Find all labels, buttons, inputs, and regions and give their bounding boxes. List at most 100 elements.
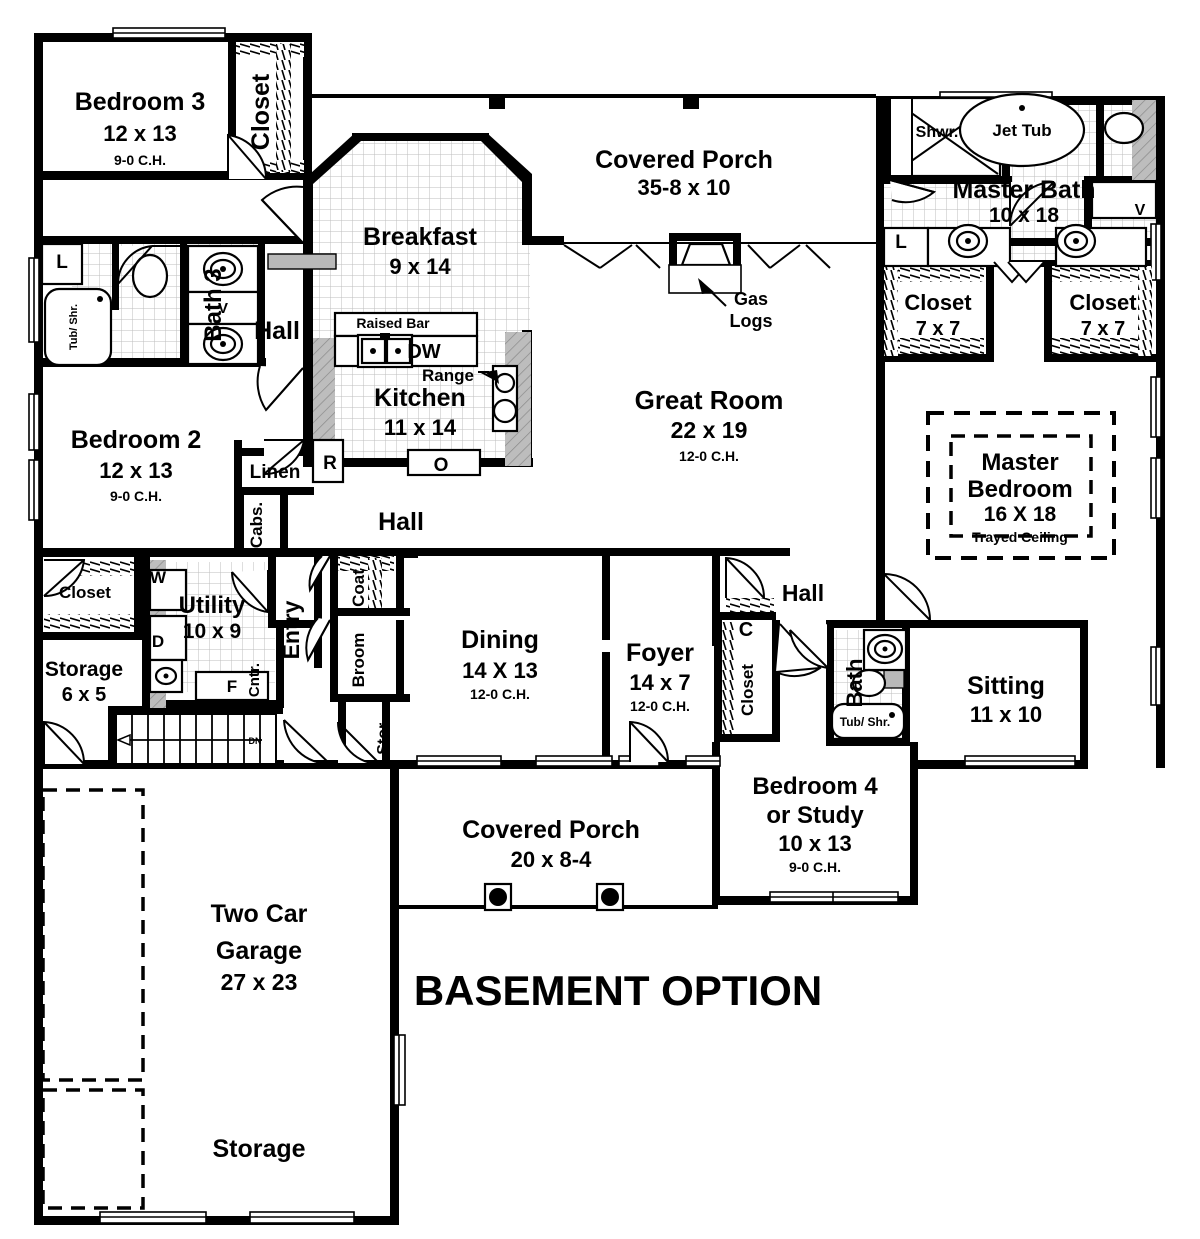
label-porch-rear-dim: 35-8 x 10 xyxy=(638,175,731,200)
jet-tub xyxy=(958,92,1086,168)
label-master-bedroom-1: Master xyxy=(981,449,1058,476)
label-bath3: Bath 3 xyxy=(200,268,227,341)
label-bedroom4-ch: 9-0 C.H. xyxy=(789,859,841,875)
label-dryer: D xyxy=(152,632,164,651)
plan-title: BASEMENT OPTION xyxy=(414,967,822,1014)
label-great-room-dim: 22 x 19 xyxy=(671,417,748,443)
label-master-bedroom-ch: Trayed Ceiling xyxy=(972,529,1068,545)
label-kitchen-name: Kitchen xyxy=(374,384,466,412)
range-leader xyxy=(478,370,499,384)
label-bedroom4-dim: 10 x 13 xyxy=(778,831,851,856)
label-closet-bed4: Closet xyxy=(738,664,757,716)
stairs: DN xyxy=(115,713,277,765)
label-breakfast-dim: 9 x 14 xyxy=(389,254,451,279)
label-dishwasher: DW xyxy=(407,341,440,363)
master-bedroom-tray xyxy=(926,411,1116,560)
label-linen-bath3: L xyxy=(56,252,68,273)
doors xyxy=(43,133,1055,766)
label-master-bath-dim: 10 x 18 xyxy=(989,204,1059,227)
label-counter: Cntr. xyxy=(246,663,263,697)
label-master-bath-name: Master Bath xyxy=(952,176,1095,204)
label-foyer-dim: 14 x 7 xyxy=(629,670,690,695)
label-dining-name: Dining xyxy=(461,626,539,654)
label-garage-2: Garage xyxy=(216,937,302,965)
label-utility-name: Utility xyxy=(179,592,246,619)
label-closet-right-master: Closet xyxy=(1069,290,1137,315)
label-oven: O xyxy=(434,455,449,476)
label-stor: Stor. xyxy=(375,719,392,755)
label-linen-master: L xyxy=(895,232,907,253)
label-tub-shower-bath3: Tub/ Shr. xyxy=(68,304,80,350)
label-cabs: Cabs. xyxy=(247,502,266,548)
label-bedroom2-ch: 9-0 C.H. xyxy=(110,488,162,504)
label-furnace: F xyxy=(227,677,237,696)
label-bedroom2-dim: 12 x 13 xyxy=(99,458,172,483)
label-closet-left-master: Closet xyxy=(904,290,972,315)
room-labels: Bedroom 3 12 x 13 9-0 C.H. Closet Bath 3… xyxy=(45,73,1146,1163)
label-hall-mid: Hall xyxy=(378,508,424,536)
label-porch-rear-name: Covered Porch xyxy=(595,146,773,174)
label-closet-bed3: Closet xyxy=(247,73,275,150)
linen-box-bath3 xyxy=(40,242,84,286)
label-bath4: Bath xyxy=(842,659,867,708)
label-hall-upper: Hall xyxy=(254,317,300,345)
toilet-bath3 xyxy=(131,253,169,299)
label-foyer-name: Foyer xyxy=(626,639,694,667)
label-closet-left-master-dim: 7 x 7 xyxy=(916,318,960,340)
label-dining-ch: 12-0 C.H. xyxy=(470,686,530,702)
label-bedroom3-ch: 9-0 C.H. xyxy=(114,152,166,168)
label-broom: Broom xyxy=(349,633,368,688)
label-master-bedroom-dim: 16 X 18 xyxy=(984,503,1057,526)
label-porch-front-dim: 20 x 8-4 xyxy=(511,847,592,872)
label-c-closet: C xyxy=(739,619,753,641)
label-hall-right: Hall xyxy=(782,580,824,606)
label-dining-dim: 14 X 13 xyxy=(462,658,538,683)
label-storage-small-dim: 6 x 5 xyxy=(62,684,106,706)
label-bedroom2-name: Bedroom 2 xyxy=(71,426,202,454)
rear-porch-post-1 xyxy=(489,95,505,109)
label-bedroom4-1: Bedroom 4 xyxy=(752,773,878,800)
label-sitting-dim: 11 x 10 xyxy=(970,702,1042,727)
label-sitting-name: Sitting xyxy=(967,672,1045,700)
label-gas-logs-1: Gas xyxy=(734,289,768,309)
label-bedroom4-2: or Study xyxy=(766,802,864,829)
label-porch-front-name: Covered Porch xyxy=(462,816,640,844)
label-jet-tub: Jet Tub xyxy=(992,121,1051,140)
label-great-room-ch: 12-0 C.H. xyxy=(679,448,739,464)
label-utility-dim: 10 x 9 xyxy=(183,620,241,643)
toilet-master xyxy=(1103,111,1145,145)
gas-logs-leader xyxy=(698,278,727,307)
label-entry: Entry xyxy=(278,600,304,659)
label-bedroom3-dim: 12 x 13 xyxy=(103,121,176,146)
label-raised-bar: Raised Bar xyxy=(356,315,430,331)
gas-logs-hearth xyxy=(680,242,732,267)
label-closet-utility: Closet xyxy=(59,583,111,602)
toilet-bath4 xyxy=(851,668,887,698)
label-range: Range xyxy=(422,366,474,385)
label-storage-garage: Storage xyxy=(212,1135,305,1163)
furnace xyxy=(194,670,270,702)
label-gas-logs-2: Logs xyxy=(730,311,773,331)
label-kitchen-dim: 11 x 14 xyxy=(384,415,457,440)
label-master-bedroom-2: Bedroom xyxy=(967,476,1072,503)
garage-parking-outline xyxy=(41,788,145,1210)
label-refrigerator: R xyxy=(323,453,337,474)
label-garage-1: Two Car xyxy=(211,900,308,928)
stair-direction-label: DN xyxy=(249,736,262,746)
label-linen: Linen xyxy=(250,462,301,483)
washer xyxy=(148,568,188,612)
label-breakfast-name: Breakfast xyxy=(363,223,478,251)
label-garage-dim: 27 x 23 xyxy=(221,969,298,995)
label-closet-right-master-dim: 7 x 7 xyxy=(1081,318,1125,340)
vanity-bath3 xyxy=(186,290,260,326)
label-coat: Coat xyxy=(349,569,368,607)
label-great-room-name: Great Room xyxy=(635,385,784,415)
rear-porch-post-2 xyxy=(683,95,699,109)
label-master-vanity: V xyxy=(1135,202,1146,219)
refrigerator xyxy=(311,438,345,484)
fixtures xyxy=(40,92,1158,912)
label-storage-small-name: Storage xyxy=(45,658,123,681)
label-tub-shower-bath4: Tub/ Shr. xyxy=(840,715,890,729)
closet-shelves xyxy=(44,42,1152,734)
